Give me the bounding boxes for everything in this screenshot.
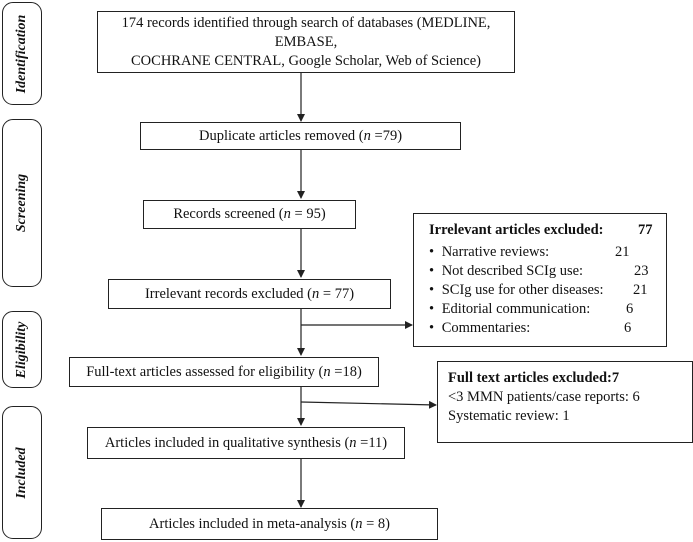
list-item-label: Commentaries: bbox=[441, 320, 531, 336]
records-identified-box: 174 records identified through search of… bbox=[97, 11, 515, 73]
list-item-label: Not described SCIg use: bbox=[441, 263, 584, 279]
fulltext-assessed-box: Full-text articles assessed for eligibil… bbox=[69, 357, 379, 387]
screened-n: n bbox=[283, 206, 291, 222]
irrelevant-n: n bbox=[312, 285, 320, 302]
phase-included: Included bbox=[2, 406, 42, 539]
screened-value: = 95) bbox=[290, 206, 326, 222]
meta-n: n bbox=[355, 515, 363, 532]
fulltext-n: n bbox=[323, 363, 331, 380]
list-item-label: SCIg use for other diseases: bbox=[441, 282, 604, 298]
list-item-label: Narrative reviews: bbox=[441, 244, 550, 260]
list-item-count: 21 bbox=[615, 244, 630, 260]
arrow-to-fulltext-excluded bbox=[300, 400, 437, 409]
records-screened-box: Records screened (n = 95) bbox=[143, 200, 356, 229]
duplicates-n: n bbox=[363, 127, 371, 144]
list-item: Systematic review: 1 bbox=[448, 408, 570, 424]
list-item-label: Editorial communication: bbox=[441, 301, 591, 317]
list-item: • Narrative reviews: 21 bbox=[429, 243, 666, 262]
irrelevant-text: Irrelevant records excluded ( bbox=[144, 285, 313, 302]
list-item: <3 MMN patients/case reports: 6 bbox=[448, 389, 640, 405]
list-item: • Commentaries: 6 bbox=[429, 319, 666, 338]
bullet-icon: • bbox=[429, 301, 435, 317]
list-item: • SCIg use for other diseases: 21 bbox=[429, 281, 666, 300]
records-identified-line1: 174 records identified through search of… bbox=[121, 14, 491, 50]
list-item-count: 21 bbox=[633, 282, 648, 298]
phase-identification: Identification bbox=[2, 2, 42, 105]
meta-text: Articles included in meta-analysis ( bbox=[149, 515, 356, 532]
irrelevant-records-box: Irrelevant records excluded (n = 77) bbox=[108, 279, 391, 309]
phase-screening: Screening bbox=[2, 119, 42, 287]
qualitative-n: n bbox=[349, 434, 357, 451]
qualitative-value: =11) bbox=[356, 434, 388, 451]
meta-value: = 8) bbox=[362, 515, 390, 532]
fulltext-value: =18) bbox=[330, 363, 362, 380]
duplicates-removed-box: Duplicate articles removed (n =79) bbox=[140, 122, 461, 150]
meta-analysis-box: Articles included in meta-analysis (n = … bbox=[101, 508, 438, 540]
records-identified-line2: COCHRANE CENTRAL, Google Scholar, Web of… bbox=[131, 52, 481, 69]
duplicates-text: Duplicate articles removed ( bbox=[198, 127, 364, 144]
irrelevant-excluded-total: 77 bbox=[638, 222, 653, 238]
irrelevant-excluded-title: Irrelevant articles excluded: bbox=[429, 222, 604, 238]
irrelevant-excluded-box: Irrelevant articles excluded: 77 • Narra… bbox=[413, 213, 667, 347]
bullet-icon: • bbox=[429, 244, 435, 260]
screened-text: Records screened ( bbox=[173, 206, 284, 222]
duplicates-value: =79) bbox=[370, 127, 403, 144]
fulltext-excluded-box: Full text articles excluded:7 <3 MMN pat… bbox=[437, 361, 693, 443]
qualitative-text: Articles included in qualitative synthes… bbox=[104, 434, 350, 451]
bullet-icon: • bbox=[429, 263, 435, 279]
list-item-count: 6 bbox=[626, 301, 634, 317]
list-item: • Editorial communication: 6 bbox=[429, 300, 666, 319]
fulltext-text: Full-text articles assessed for eligibil… bbox=[86, 363, 324, 380]
irrelevant-value: = 77) bbox=[319, 285, 355, 302]
bullet-icon: • bbox=[429, 320, 435, 336]
qualitative-synthesis-box: Articles included in qualitative synthes… bbox=[87, 427, 405, 459]
fulltext-excluded-title: Full text articles excluded:7 bbox=[448, 370, 620, 386]
list-item: • Not described SCIg use: 23 bbox=[429, 262, 666, 281]
list-item-count: 6 bbox=[624, 320, 632, 336]
bullet-icon: • bbox=[429, 282, 435, 298]
phase-eligibility: Eligibility bbox=[2, 311, 42, 388]
list-item-count: 23 bbox=[634, 263, 649, 279]
